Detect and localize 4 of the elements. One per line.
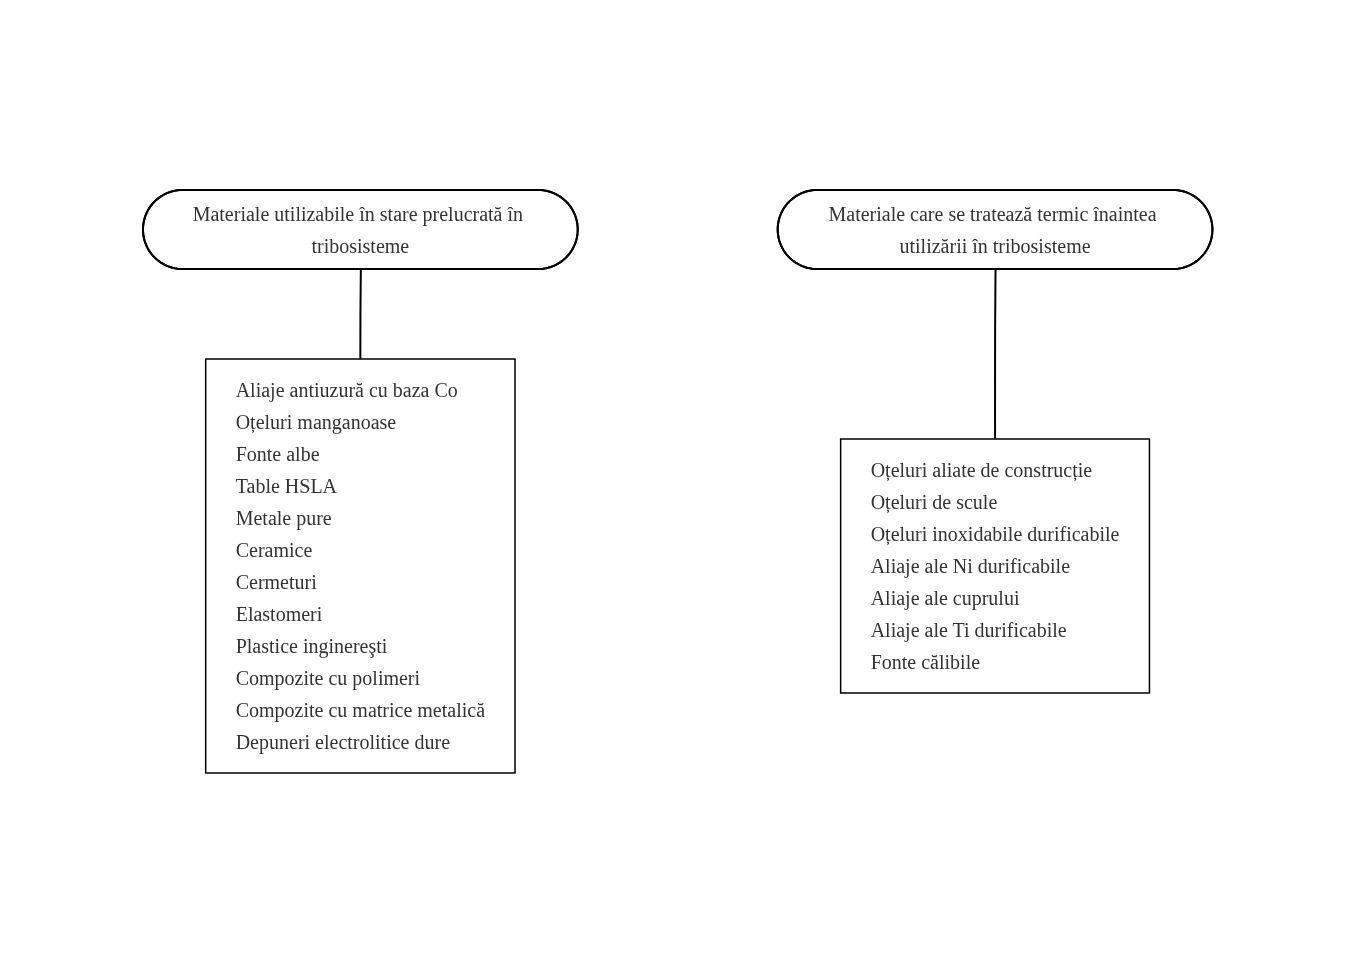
- node-box: Oțeluri aliate de construcție Oțeluri de scule Oțeluri inoxidabile durificabile Aliaje ale Ni durificabile Aliaje ale cuprului Aliaje ale Ti durificabile Fonte călibile: [839, 438, 1150, 694]
- node-box: Aliaje antiuzură cu baza Co Oțeluri manganoase Fonte albe Table HSLA Metale pure Ceramice Cermeturi Elastomeri Plastice inginereşti Compozite cu polimeri Compozite cu matrice metalică Depuneri electrolitice dure: [204, 358, 516, 774]
- connector: [359, 268, 362, 360]
- connector: [993, 268, 997, 440]
